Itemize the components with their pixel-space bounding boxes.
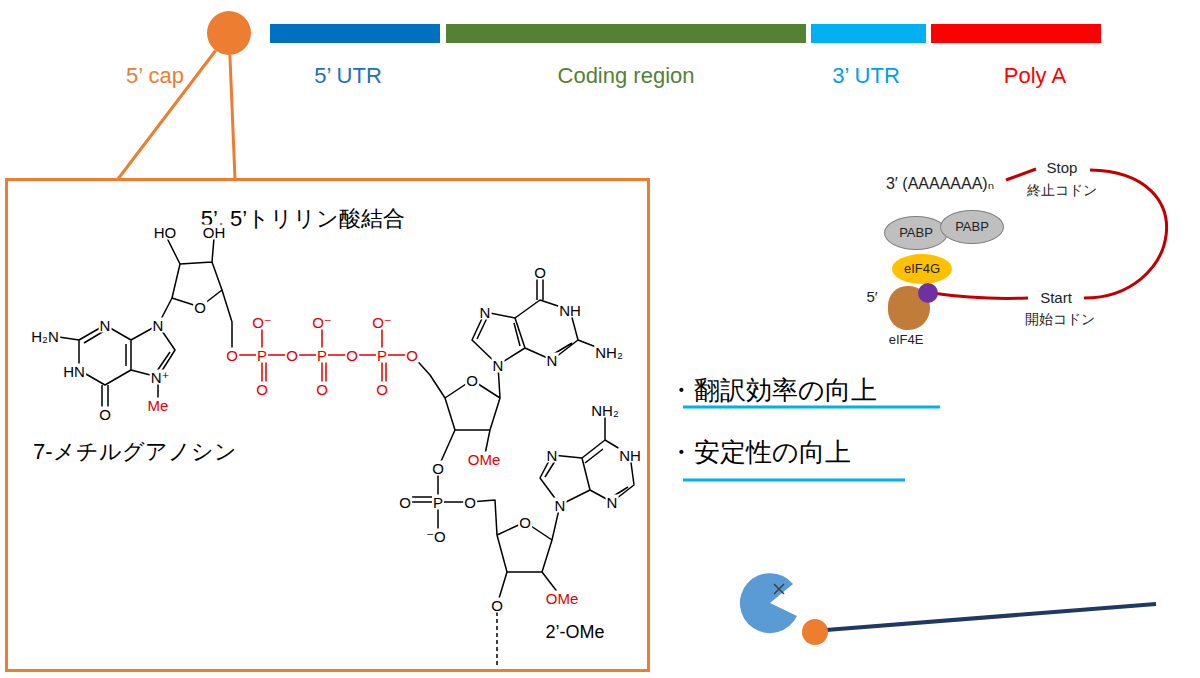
atom-label: N (546, 353, 559, 368)
cap-circle: 5’ cap (207, 11, 251, 55)
atom-label: N (99, 318, 112, 333)
protein-ellipse: eIF4G (892, 254, 952, 284)
exonuclease-figure (740, 573, 1156, 645)
atom-label: NH₂ (594, 345, 624, 360)
region-label: Coding region (558, 64, 695, 88)
atom-label: O (533, 265, 547, 280)
blocked-mark (774, 584, 784, 594)
underline (683, 479, 905, 482)
protein-ellipse: PABP (884, 216, 948, 250)
box-title: 5’, 5’トリリン酸結合 (201, 207, 405, 231)
benefit-text: ・翻訳効率の向上 (668, 377, 877, 403)
phosphate-bonds (232, 322, 412, 389)
atom-label: N (479, 305, 492, 320)
atom-label: P (316, 348, 328, 363)
codon-label: Stop (1047, 160, 1078, 175)
atom-label: O (193, 300, 207, 315)
codon-label: Start (1040, 290, 1072, 305)
end-label: 5′ (866, 289, 877, 304)
atom-label: OMe (467, 452, 502, 467)
atom-label: O (463, 495, 477, 510)
atom-label: O (518, 515, 532, 530)
protein-blob: eIF4E (888, 286, 930, 330)
annotation: 2’-OMe (545, 623, 604, 641)
atom-label: O (431, 461, 445, 476)
region-label: 5’ cap (126, 64, 184, 88)
atom-label: O (255, 382, 269, 397)
callout-connector (118, 51, 235, 179)
atom-label: O (315, 382, 329, 397)
atom-label: P (376, 348, 388, 363)
polya-bar: Poly A (931, 24, 1101, 43)
exonuclease-pacman (740, 573, 797, 633)
bond-lines (52, 238, 634, 605)
atom-label: O⁻ (311, 315, 333, 330)
protein-label: PABP (955, 220, 989, 234)
protein-label: PABP (899, 226, 933, 240)
atom-label: N (546, 448, 559, 463)
atom-label: O (225, 348, 239, 363)
polya-label: 3′ (AAAAAAA)ₙ (886, 176, 994, 192)
atom-label: NH₂ (590, 403, 620, 418)
atom-label: N (152, 318, 165, 333)
atom-label: O⁻ (251, 315, 273, 330)
rna-strand (826, 604, 1156, 630)
atom-label: O (465, 373, 479, 388)
atom-label: P (432, 495, 444, 510)
utr-bar: 3’ UTR (811, 24, 926, 43)
atom-label: N (492, 358, 505, 373)
coding-bar: Coding region (446, 24, 806, 43)
atom-label: N⁺ (150, 370, 171, 385)
benefit-text: ・安定性の向上 (668, 439, 851, 465)
utr-bar: 5’ UTR (270, 24, 440, 43)
atom-label: O⁻ (371, 315, 393, 330)
atom-label: O (285, 348, 299, 363)
underline (683, 406, 940, 409)
atom-label: ⁻O (425, 529, 447, 544)
codon-label: 開始コドン (1025, 312, 1095, 326)
atom-label: O (398, 495, 412, 510)
atom-label: HN (62, 364, 86, 379)
protein-label: eIF4G (904, 262, 940, 276)
protein-ellipse: PABP (940, 210, 1004, 244)
codon-label: 終止コドン (1027, 183, 1097, 197)
protein-label: eIF4E (889, 333, 924, 347)
atom-label: HO (153, 225, 178, 240)
region-label: Poly A (1004, 64, 1066, 88)
atom-label: OH (202, 225, 227, 240)
atom-label: NH (558, 303, 582, 318)
cap-dot (802, 619, 828, 645)
atom-label: O (490, 598, 504, 613)
atom-label: NH (618, 448, 642, 463)
atom-label: OMe (545, 591, 580, 606)
atom-label: P (256, 348, 268, 363)
atom-label: N (606, 495, 619, 510)
atom-label: H₂N (30, 329, 60, 344)
atom-label: O (375, 382, 389, 397)
atom-label: O (98, 407, 112, 422)
region-label: 3’ UTR (832, 64, 900, 88)
chain-continuation (496, 605, 498, 665)
compound-name: 7-メチルグアノシン (33, 441, 237, 463)
atom-label: O (345, 348, 359, 363)
atom-label: Me (147, 398, 170, 413)
region-label: 5’ UTR (314, 64, 382, 88)
atom-label: O (405, 348, 419, 363)
atom-label: N (554, 498, 567, 513)
